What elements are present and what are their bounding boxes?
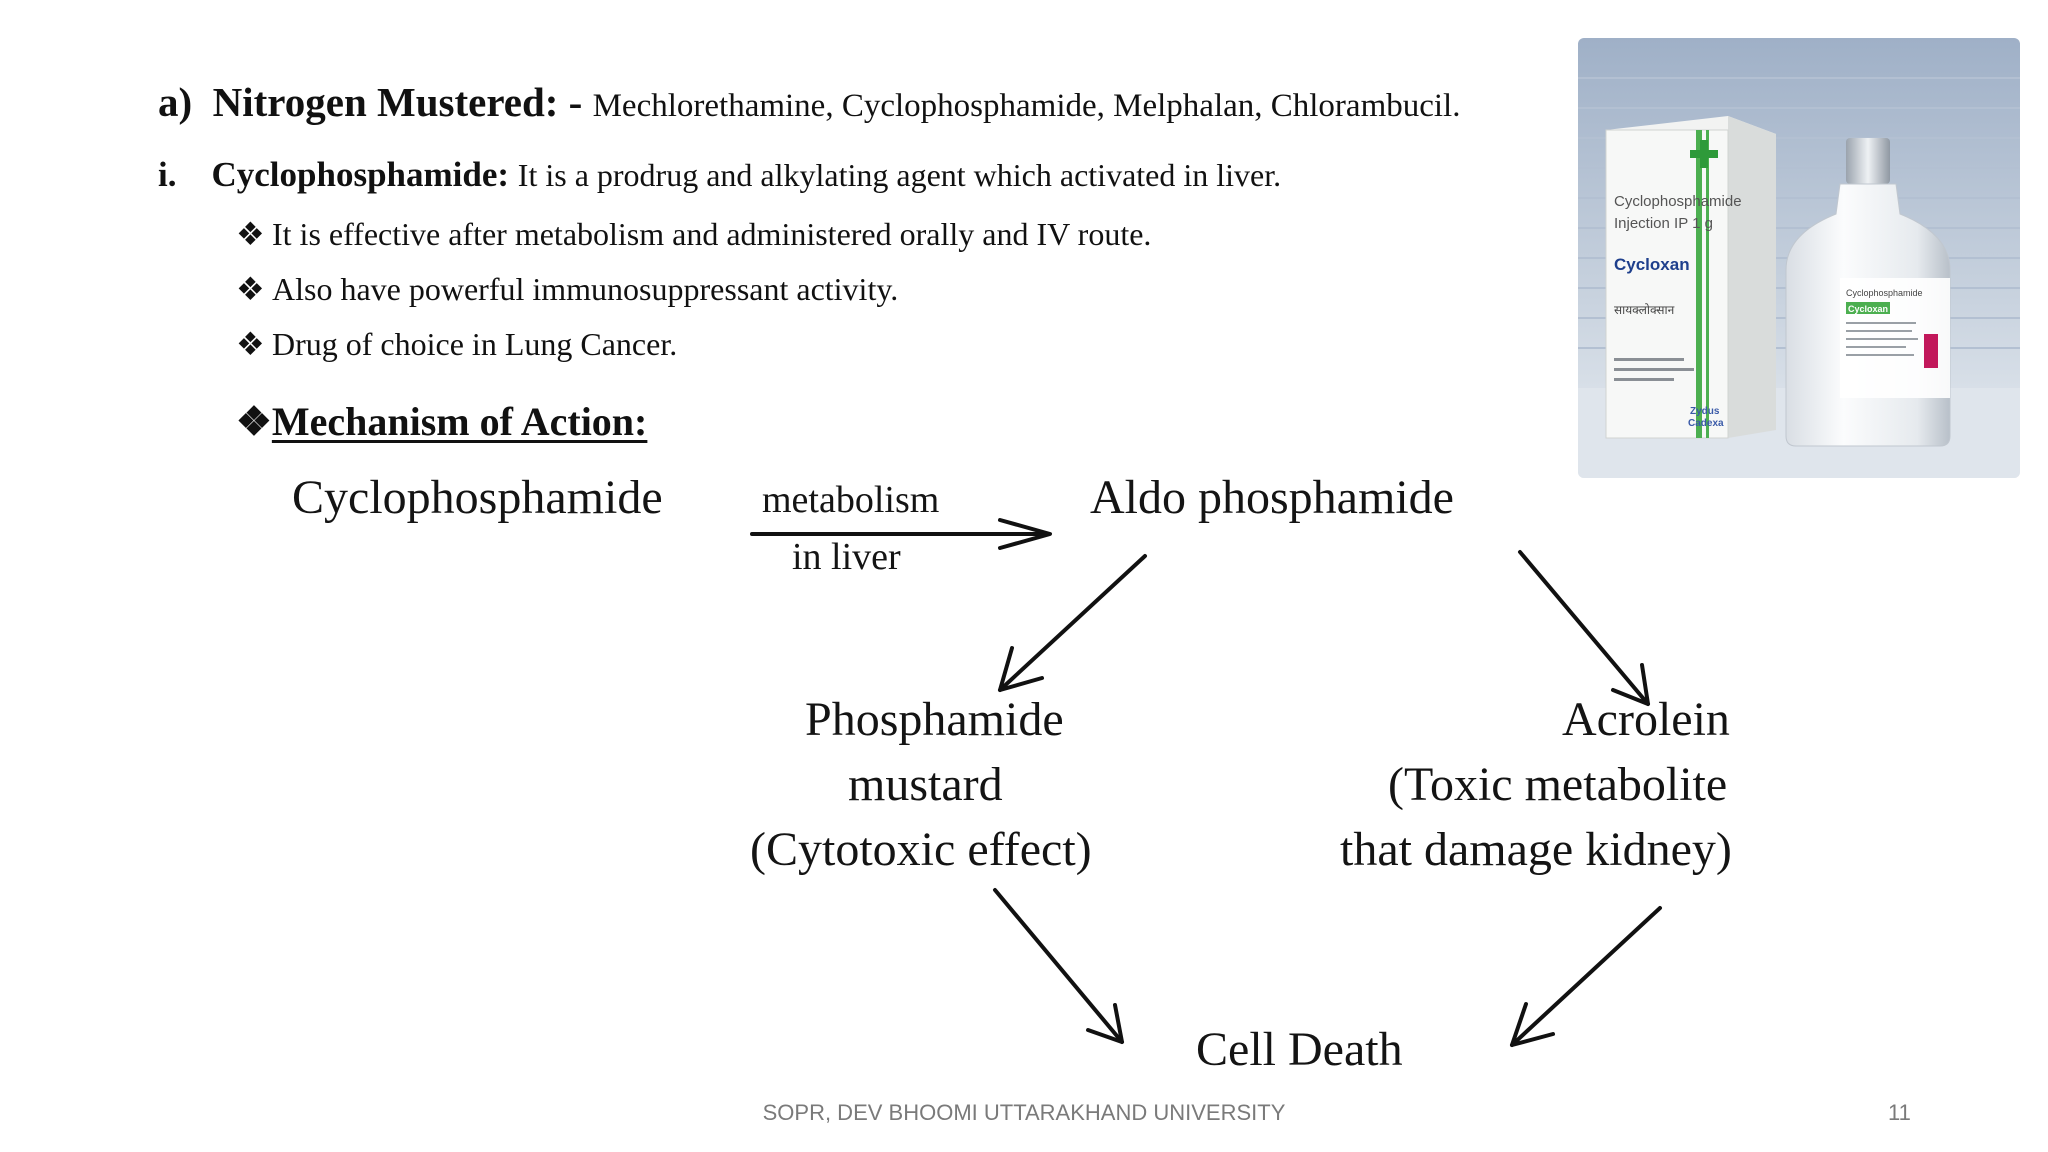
arrow-label-liver: in liver bbox=[792, 536, 901, 578]
vial-brand: Cycloxan bbox=[1848, 304, 1888, 314]
bullet-item: ❖Drug of choice in Lung Cancer. bbox=[236, 325, 677, 363]
arrow-to-acrolein bbox=[1518, 550, 1650, 706]
heading-line: a) Nitrogen Mustered: - Mechlorethamine,… bbox=[158, 78, 1460, 126]
heading-marker: a) bbox=[158, 79, 193, 125]
vial-label: Cyclophosphamide bbox=[1846, 288, 1923, 298]
moa-heading: ❖Mechanism of Action: bbox=[236, 398, 647, 445]
bullet-text: It is effective after metabolism and adm… bbox=[272, 216, 1152, 252]
node-phosphamide-line1: Phosphamide bbox=[805, 693, 1064, 746]
node-cyclophosphamide: Cyclophosphamide bbox=[292, 471, 663, 524]
heading-title: Nitrogen Mustered: - bbox=[212, 79, 583, 125]
box-label-1: Cyclophosphamide bbox=[1614, 193, 1742, 210]
page-number: 11 bbox=[1888, 1100, 1911, 1125]
subheading-title: Cyclophosphamide: bbox=[211, 155, 510, 194]
bullet-text: Also have powerful immunosuppressant act… bbox=[272, 271, 899, 307]
product-photo: Cyclophosphamide Injection IP 1 g Cyclox… bbox=[1578, 38, 2020, 478]
subheading-line: i. Cyclophosphamide: It is a prodrug and… bbox=[158, 155, 1281, 195]
moa-bullet-icon: ❖ bbox=[236, 399, 272, 444]
node-cell-death: Cell Death bbox=[1196, 1023, 1403, 1076]
box-maker-1: Zydus bbox=[1690, 406, 1720, 417]
moa-title: Mechanism of Action: bbox=[271, 399, 648, 444]
footer-text: SOPR, DEV BHOOMI UTTARAKHAND UNIVERSITY bbox=[762, 1100, 1286, 1125]
bullet-icon: ❖ bbox=[236, 326, 265, 362]
box-maker-2: Cadexa bbox=[1688, 418, 1724, 429]
bullet-icon: ❖ bbox=[236, 216, 265, 252]
node-acrolein-line3: that damage kidney) bbox=[1340, 823, 1732, 876]
arrow-acrolein-to-death bbox=[1510, 906, 1662, 1047]
bullet-text: Drug of choice in Lung Cancer. bbox=[272, 326, 678, 362]
node-acrolein-line1: Acrolein bbox=[1562, 693, 1730, 746]
node-phosphamide-line3: (Cytotoxic effect) bbox=[750, 823, 1092, 876]
node-aldophosphamide: Aldo phosphamide bbox=[1090, 471, 1454, 524]
arrow-phosphamide-to-death bbox=[993, 888, 1124, 1044]
bullet-item: ❖It is effective after metabolism and ad… bbox=[236, 215, 1151, 253]
product-illustration: Cyclophosphamide Injection IP 1 g Cyclox… bbox=[1578, 38, 2020, 478]
subheading-marker: i. bbox=[158, 155, 177, 194]
box-label-2: Injection IP 1 g bbox=[1614, 215, 1713, 232]
subheading-text: It is a prodrug and alkylating agent whi… bbox=[517, 157, 1282, 193]
heading-drugs: Mechlorethamine, Cyclophosphamide, Melph… bbox=[592, 88, 1461, 124]
node-acrolein-line2: (Toxic metabolite bbox=[1388, 758, 1728, 811]
arrow-to-phosphamide bbox=[998, 554, 1147, 692]
box-brand: Cycloxan bbox=[1614, 255, 1690, 274]
arrow-label-metabolism: metabolism bbox=[762, 479, 940, 521]
bullet-item: ❖Also have powerful immunosuppressant ac… bbox=[236, 270, 898, 308]
bullet-icon: ❖ bbox=[236, 271, 265, 307]
box-hindi: सायक्लोक्सान bbox=[1614, 303, 1675, 317]
node-phosphamide-line2: mustard bbox=[848, 758, 1003, 811]
